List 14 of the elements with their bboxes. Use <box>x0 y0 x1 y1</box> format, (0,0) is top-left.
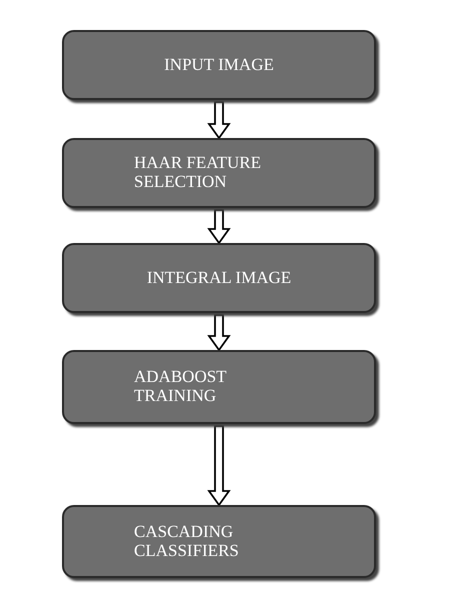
process-box <box>62 243 376 313</box>
arrow <box>207 425 231 507</box>
process-box <box>62 30 376 100</box>
arrow <box>207 101 231 140</box>
box-label: ADABOOST TRAINING <box>134 368 228 406</box>
box-label: INTEGRAL IMAGE <box>146 268 292 288</box>
box-label: HAAR FEATURE SELECTION <box>134 154 262 192</box>
process-box <box>62 350 376 424</box>
arrow <box>207 209 231 245</box>
box-label: INPUT IMAGE <box>164 56 274 74</box>
arrow <box>207 314 231 352</box>
process-box <box>62 505 376 578</box>
box-label: CASCADING CLASSIFIERS <box>134 522 240 560</box>
process-box <box>62 138 376 208</box>
